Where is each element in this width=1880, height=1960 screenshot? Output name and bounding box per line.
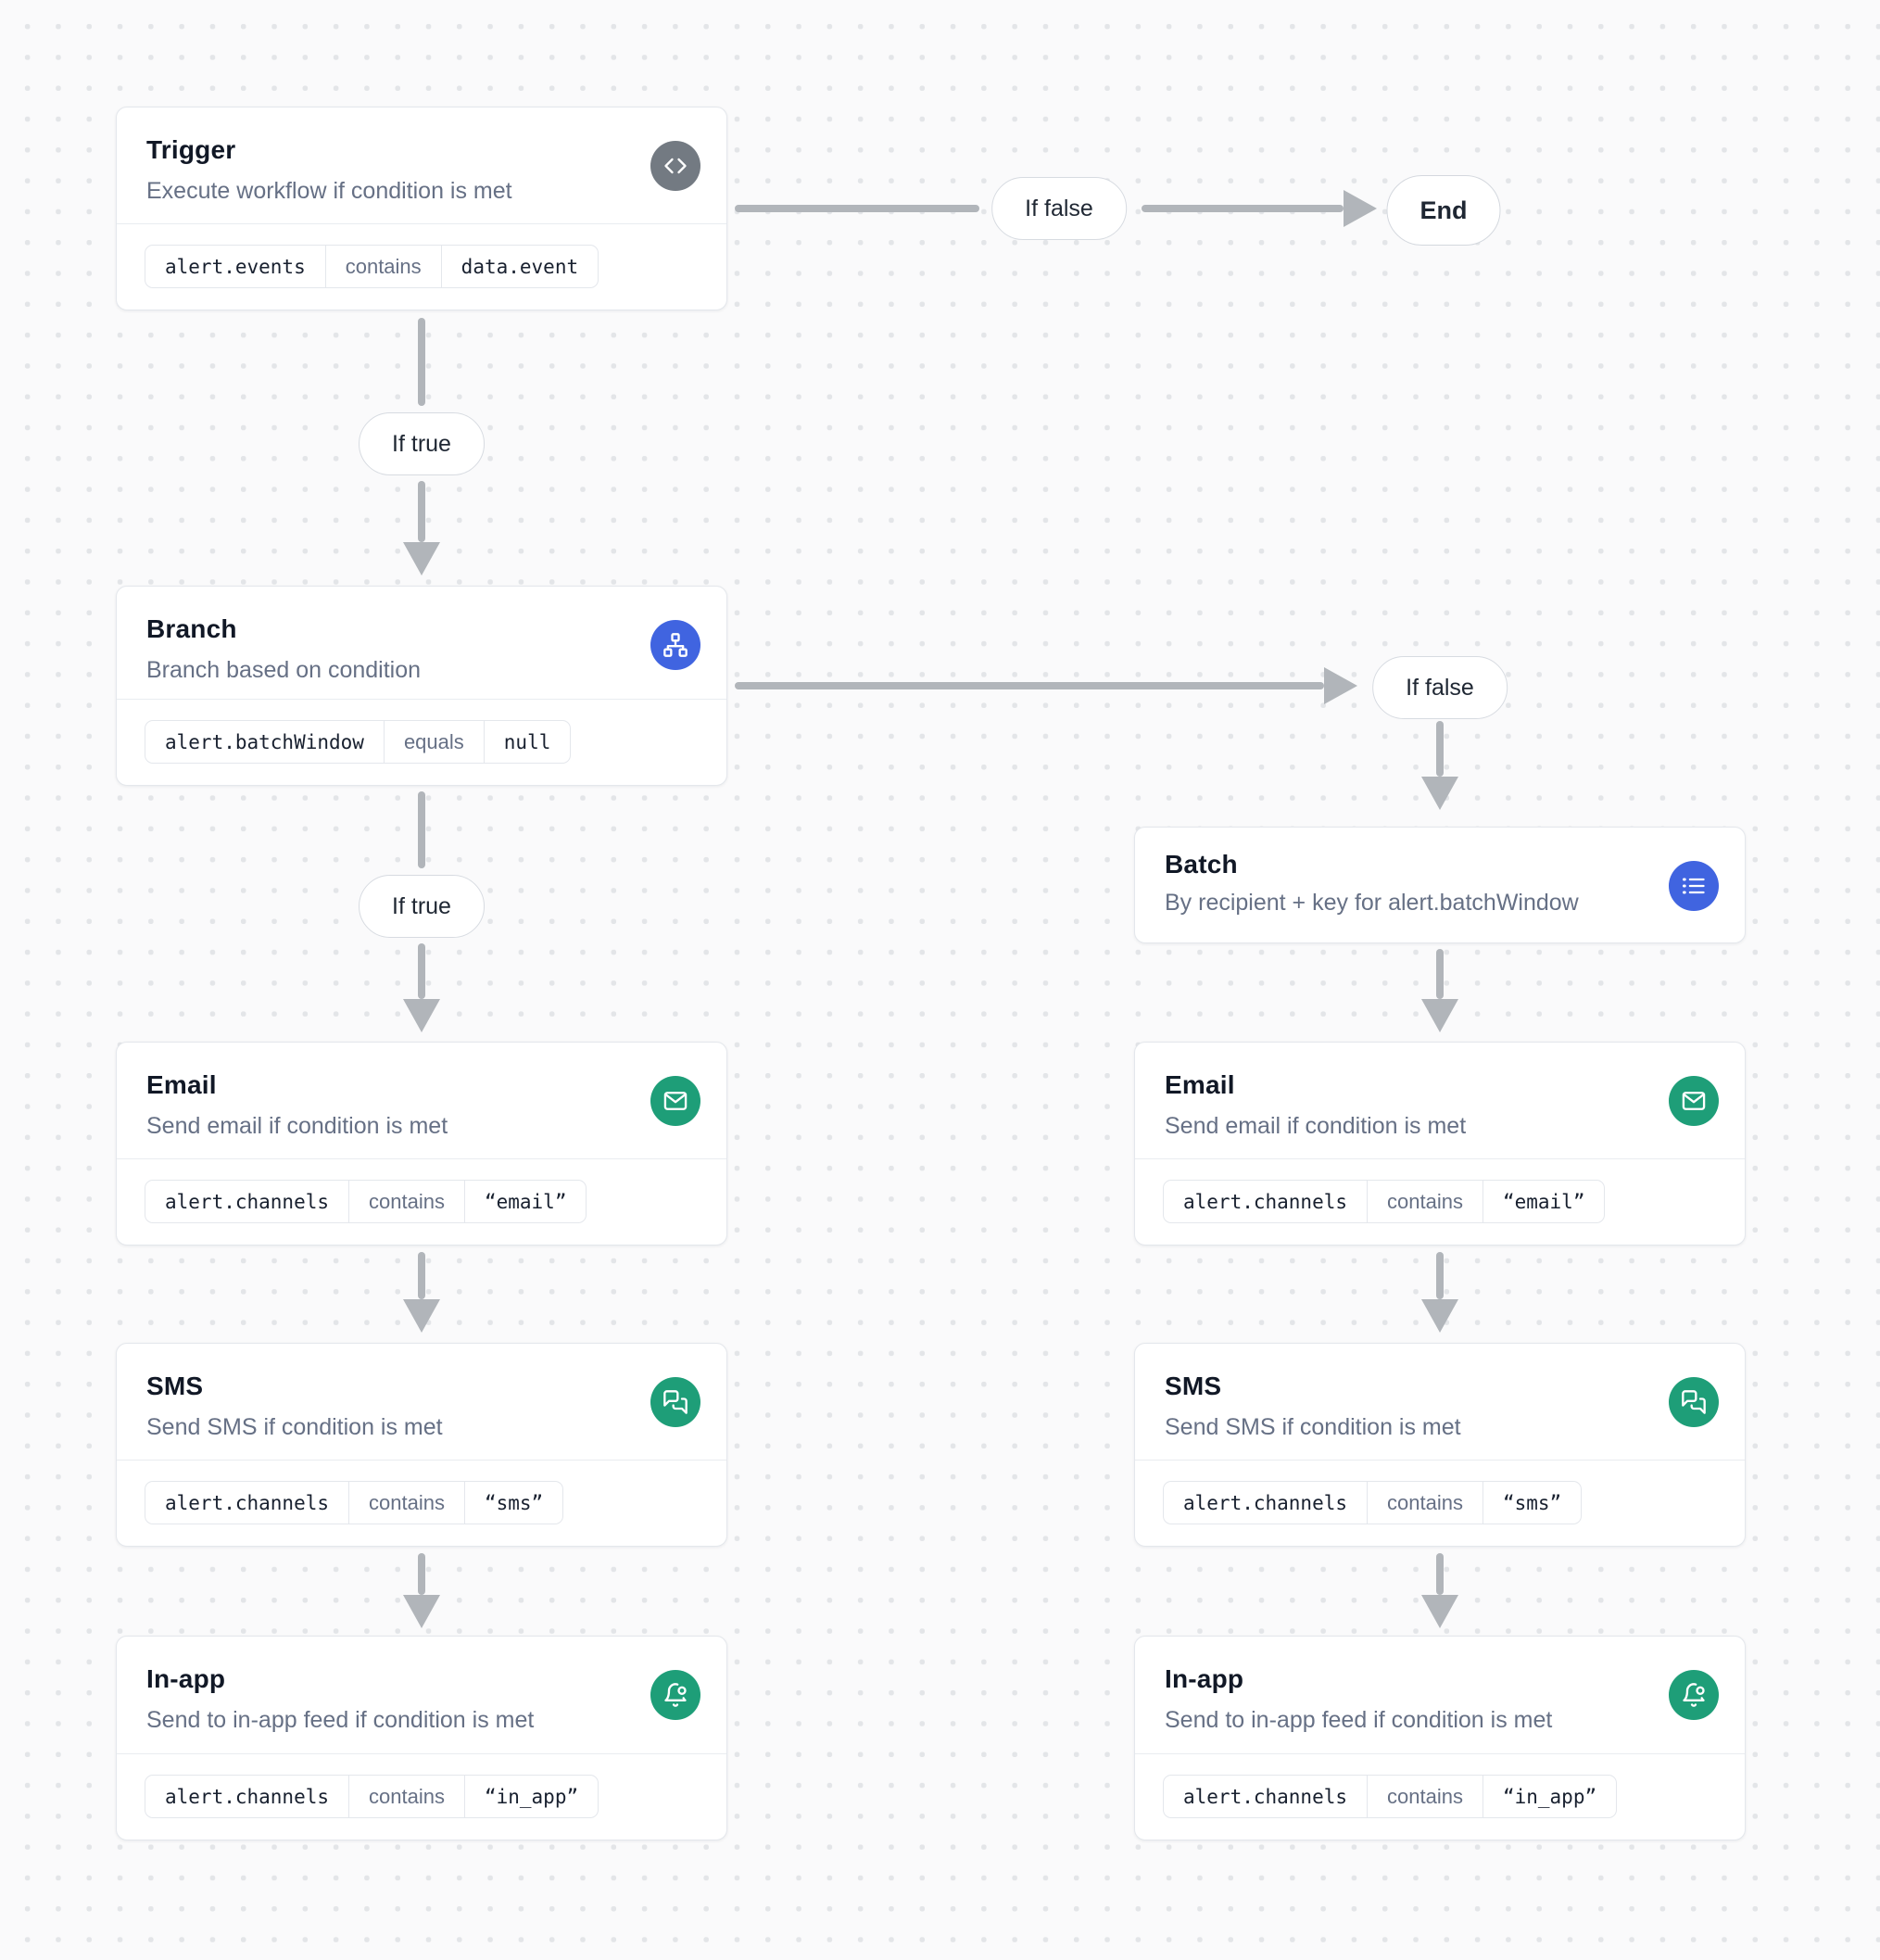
condition-value: “sms” — [463, 1482, 562, 1524]
condition-group: alert.events contains data.event — [145, 245, 599, 288]
branch-icon — [650, 620, 700, 670]
edge-label-if-true-1: If true — [359, 412, 485, 475]
node-subtitle: By recipient + key for alert.batchWindow — [1165, 890, 1579, 916]
condition-operator: contains — [348, 1482, 464, 1524]
condition-field: alert.channels — [1183, 1785, 1348, 1808]
condition-group: alert.channels contains “in_app” — [1163, 1775, 1618, 1818]
condition-value: “email” — [463, 1181, 587, 1222]
connector-arrowhead — [403, 1595, 440, 1628]
condition-group: alert.batchWindow equals null — [145, 720, 572, 764]
connector-iftrue-to-branch — [418, 481, 425, 542]
connector-branch-to-iftrue2 — [418, 791, 425, 868]
chat-icon — [1669, 1377, 1719, 1427]
connector-email-to-sms-left — [418, 1252, 425, 1299]
node-subtitle: Send to in-app feed if condition is met — [1165, 1707, 1553, 1733]
node-subtitle: Send email if condition is met — [146, 1113, 448, 1139]
condition-operator: contains — [348, 1181, 464, 1222]
condition-operator: contains — [1367, 1776, 1483, 1817]
node-subtitle: Execute workflow if condition is met — [146, 178, 512, 204]
connector-arrowhead — [1421, 999, 1458, 1032]
connector-branch-to-iffalse — [735, 682, 1324, 689]
node-batch[interactable]: Batch By recipient + key for alert.batch… — [1134, 827, 1746, 943]
condition-field: alert.channels — [165, 1190, 330, 1213]
connector-batch-to-email — [1436, 949, 1444, 999]
condition-value: data.event — [440, 246, 598, 287]
condition-operator: contains — [1367, 1181, 1483, 1222]
node-title: SMS — [1165, 1372, 1222, 1400]
connector-arrowhead — [1421, 777, 1458, 810]
node-title: Trigger — [146, 135, 236, 164]
connector-arrowhead — [403, 542, 440, 575]
edge-label-if-false-right: If false — [1372, 656, 1508, 719]
connector-arrowhead — [1344, 190, 1377, 227]
condition-field: alert.channels — [1183, 1190, 1348, 1213]
node-subtitle: Send SMS if condition is met — [146, 1414, 443, 1440]
condition-group: alert.channels contains “email” — [1163, 1180, 1606, 1223]
condition-field: alert.channels — [165, 1491, 330, 1514]
connector-iffalse-to-batch — [1436, 721, 1444, 777]
condition-operator: equals — [383, 721, 484, 763]
condition-field: alert.events — [165, 255, 306, 278]
node-end: End — [1386, 175, 1501, 246]
node-title: Email — [1165, 1070, 1235, 1099]
edge-label-if-false-top: If false — [991, 177, 1127, 240]
connector-iffalse-to-end — [1142, 205, 1344, 212]
condition-group: alert.channels contains “sms” — [1163, 1481, 1583, 1524]
condition-value: null — [483, 721, 571, 763]
chat-icon — [650, 1377, 700, 1427]
connector-arrowhead — [1421, 1299, 1458, 1333]
condition-value: “sms” — [1482, 1482, 1581, 1524]
node-title: Email — [146, 1070, 217, 1099]
connector-arrowhead — [1421, 1595, 1458, 1628]
connector-arrowhead — [403, 999, 440, 1032]
node-title: SMS — [146, 1372, 204, 1400]
node-email-left[interactable]: Email Send email if condition is met ale… — [116, 1042, 727, 1246]
condition-group: alert.channels contains “in_app” — [145, 1775, 599, 1818]
node-branch[interactable]: Branch Branch based on condition alert.b… — [116, 586, 727, 786]
condition-operator: contains — [324, 246, 441, 287]
edge-label-if-true-2: If true — [359, 875, 485, 938]
connector-iftrue2-to-email — [418, 943, 425, 999]
list-icon — [1669, 861, 1719, 911]
node-sms-right[interactable]: SMS Send SMS if condition is met alert.c… — [1134, 1343, 1746, 1547]
connector-arrowhead — [1324, 667, 1357, 704]
condition-value: “email” — [1482, 1181, 1605, 1222]
node-subtitle: Send SMS if condition is met — [1165, 1414, 1461, 1440]
node-email-right[interactable]: Email Send email if condition is met ale… — [1134, 1042, 1746, 1246]
mail-icon — [650, 1076, 700, 1126]
condition-field: alert.channels — [165, 1785, 330, 1808]
condition-field: alert.batchWindow — [165, 730, 364, 753]
mail-icon — [1669, 1076, 1719, 1126]
condition-group: alert.channels contains “email” — [145, 1180, 587, 1223]
condition-field: alert.channels — [1183, 1491, 1348, 1514]
node-trigger[interactable]: Trigger Execute workflow if condition is… — [116, 107, 727, 310]
condition-group: alert.channels contains “sms” — [145, 1481, 564, 1524]
node-subtitle: Branch based on condition — [146, 657, 422, 683]
node-inapp-left[interactable]: In-app Send to in-app feed if condition … — [116, 1636, 727, 1840]
node-subtitle: Send email if condition is met — [1165, 1113, 1467, 1139]
node-sms-left[interactable]: SMS Send SMS if condition is met alert.c… — [116, 1343, 727, 1547]
condition-operator: contains — [1367, 1482, 1483, 1524]
bell-icon — [650, 1670, 700, 1720]
connector-sms-to-inapp-left — [418, 1553, 425, 1595]
code-icon — [650, 141, 700, 191]
condition-value: “in_app” — [1482, 1776, 1616, 1817]
connector-email-to-sms-right — [1436, 1252, 1444, 1299]
connector-sms-to-inapp-right — [1436, 1553, 1444, 1595]
bell-icon — [1669, 1670, 1719, 1720]
condition-operator: contains — [348, 1776, 464, 1817]
connector-trigger-to-iftrue — [418, 318, 425, 406]
connector-trigger-to-iffalse — [735, 205, 979, 212]
node-title: In-app — [1165, 1664, 1244, 1693]
node-subtitle: Send to in-app feed if condition is met — [146, 1707, 535, 1733]
node-title: Branch — [146, 614, 237, 643]
condition-value: “in_app” — [463, 1776, 598, 1817]
node-inapp-right[interactable]: In-app Send to in-app feed if condition … — [1134, 1636, 1746, 1840]
node-title: In-app — [146, 1664, 226, 1693]
connector-arrowhead — [403, 1299, 440, 1333]
node-title: Batch — [1165, 850, 1238, 879]
